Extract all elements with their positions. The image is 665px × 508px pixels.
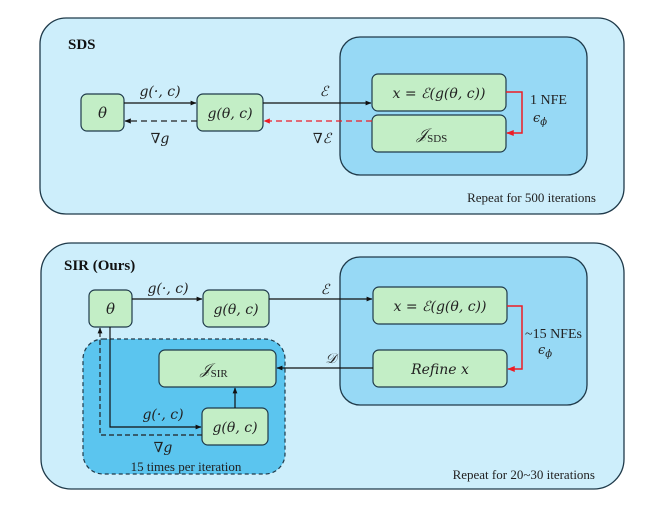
sds-title: SDS <box>68 37 96 53</box>
sir-loss-subscript: SIR <box>211 368 229 380</box>
sds-generator-node: g(θ, c) <box>196 93 264 132</box>
sds-grad-e-label: ∇ℰ <box>313 131 333 147</box>
sir-inner-render-arrow <box>109 327 202 430</box>
sds-render-label: g(·, c) <box>139 84 180 100</box>
sir-nfe-label: ~15 NFEs <box>525 327 582 342</box>
sds-loss-subscript: SDS <box>427 133 447 145</box>
sir-refine-node: Refine x <box>372 349 508 388</box>
sir-loop-label: 15 times per iteration <box>131 459 242 474</box>
sir-encode-label: x = ℰ(g(θ, c)) <box>394 299 487 315</box>
sds-panel: SDS θ g(θ, c) x = ℰ(g(θ, c)) 𝒥SDS g(·, c… <box>39 17 625 215</box>
sds-theta-label: θ <box>98 104 107 122</box>
sds-grad-g-label: ∇g <box>151 131 170 147</box>
sds-nfe-arrow <box>506 91 523 136</box>
sds-eps-symbol: ϵ <box>533 111 541 126</box>
sir-inner-generator-label: g(θ, c) <box>212 420 257 436</box>
sir-loss-node: 𝒥SIR <box>158 349 277 388</box>
sir-grad-g-arrow <box>97 327 202 436</box>
sir-nfe-arrow <box>507 305 523 372</box>
sds-eps-subscript: ϕ <box>540 117 547 128</box>
sir-grad-g-label: ∇g <box>154 440 173 456</box>
svg-text:ϵϕ: ϵϕ <box>533 111 547 128</box>
svg-text:ϵϕ: ϵϕ <box>538 343 552 360</box>
sir-title: SIR (Ours) <box>64 258 135 274</box>
sir-encode-node: x = ℰ(g(θ, c)) <box>372 286 508 325</box>
sds-nfe-label: 1 NFE <box>530 93 567 108</box>
sir-encode-edge-label: ℰ <box>321 282 331 298</box>
sds-repeat-label: Repeat for 500 iterations <box>467 190 596 205</box>
sir-inner-render-label: g(·, c) <box>142 407 183 423</box>
sir-generator-node: g(θ, c) <box>202 289 270 328</box>
sds-encode-label: x = ℰ(g(θ, c)) <box>393 86 486 102</box>
sir-generator-label: g(θ, c) <box>213 302 258 318</box>
sir-eps-symbol: ϵ <box>538 343 546 358</box>
sir-eps-subscript: ϕ <box>545 349 552 360</box>
sds-encode-node: x = ℰ(g(θ, c)) <box>371 73 507 112</box>
sds-generator-label: g(θ, c) <box>207 106 252 122</box>
sds-encode-edge-label: ℰ <box>320 84 330 100</box>
sir-theta-label: θ <box>106 300 115 318</box>
sds-theta-node: θ <box>80 93 125 132</box>
sir-repeat-label: Repeat for 20~30 iterations <box>453 467 595 482</box>
sir-render-label: g(·, c) <box>147 281 188 297</box>
sir-decode-edge-label: 𝒟 <box>325 351 339 367</box>
sir-panel: SIR (Ours) 15 times per iteration θ g(θ,… <box>40 242 625 490</box>
sds-loss-node: 𝒥SDS <box>371 114 507 153</box>
sir-refine-label: Refine x <box>410 362 469 378</box>
sir-inner-generator-node: g(θ, c) <box>201 407 269 446</box>
sir-theta-node: θ <box>88 289 133 328</box>
